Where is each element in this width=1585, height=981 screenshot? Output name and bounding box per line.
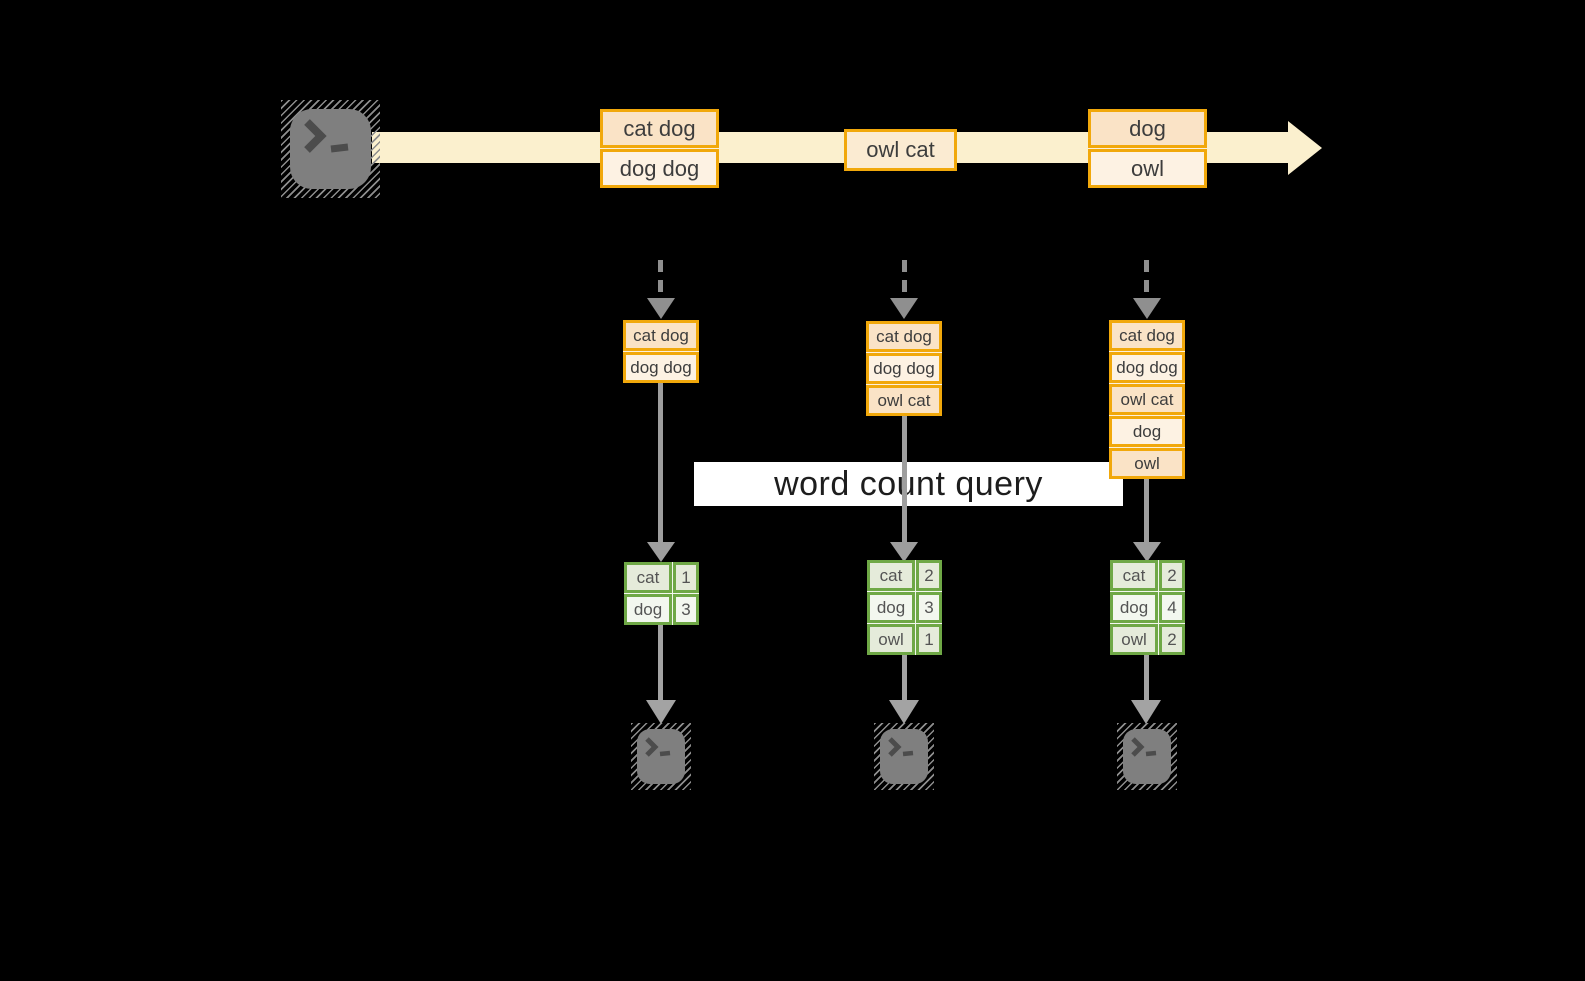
word-count-table-3: cat 2 dog 4 owl 2 [1110, 560, 1185, 655]
word-cell: owl [1110, 624, 1158, 655]
query-label-band: word count query [694, 462, 1123, 506]
output-terminal-icon-1 [631, 723, 691, 790]
buffer-row: cat dog [866, 321, 942, 352]
result-connector-stem [1144, 655, 1149, 700]
table-row: dog 3 [624, 594, 699, 625]
terminal-screen [637, 729, 685, 784]
message-line: owl cat [844, 129, 957, 171]
buffer-row: cat dog [1109, 320, 1185, 351]
table-row: dog 3 [867, 592, 942, 623]
buffer-row: dog dog [866, 353, 942, 384]
query-label: word count query [774, 464, 1043, 503]
count-cell: 1 [673, 562, 699, 593]
query-connector-stem [658, 383, 663, 542]
output-terminal-icon-2 [874, 723, 934, 790]
message-line: owl [1088, 149, 1207, 188]
message-buffer-3: cat dog dog dog owl cat dog owl [1109, 320, 1185, 479]
stream-message-3: dog owl [1088, 109, 1207, 188]
ingest-arrowhead-icon [890, 298, 918, 319]
count-cell: 3 [916, 592, 942, 623]
stream-arrowhead-icon [1288, 121, 1322, 175]
word-count-table-2: cat 2 dog 3 owl 1 [867, 560, 942, 655]
ingest-arrow-stem [1144, 260, 1149, 298]
message-line: dog dog [600, 149, 719, 188]
prompt-icon [304, 119, 349, 153]
source-terminal-icon [281, 100, 380, 198]
ingest-arrowhead-icon [1133, 298, 1161, 319]
word-cell: dog [624, 594, 672, 625]
count-cell: 2 [1159, 624, 1185, 655]
table-row: dog 4 [1110, 592, 1185, 623]
count-cell: 3 [673, 594, 699, 625]
buffer-row: owl [1109, 448, 1185, 479]
message-line: cat dog [600, 109, 719, 148]
query-connector-stem [1144, 479, 1149, 542]
terminal-screen [880, 729, 928, 784]
query-connector-arrowhead-icon [647, 542, 675, 562]
buffer-row: dog dog [1109, 352, 1185, 383]
buffer-row: cat dog [623, 320, 699, 351]
word-cell: cat [624, 562, 672, 593]
table-row: owl 1 [867, 624, 942, 655]
stream-message-1: cat dog dog dog [600, 109, 719, 188]
word-cell: dog [1110, 592, 1158, 623]
ingest-arrowhead-icon [647, 298, 675, 319]
buffer-row: dog [1109, 416, 1185, 447]
terminal-screen [1123, 729, 1171, 784]
message-line: dog [1088, 109, 1207, 148]
buffer-row: owl cat [1109, 384, 1185, 415]
word-cell: dog [867, 592, 915, 623]
query-connector-arrowhead-icon [1133, 542, 1161, 562]
word-count-table-1: cat 1 dog 3 [624, 562, 699, 625]
query-connector-arrowhead-icon [890, 542, 918, 562]
count-cell: 1 [916, 624, 942, 655]
ingest-arrow-stem [658, 260, 663, 298]
word-cell: cat [867, 560, 915, 591]
message-buffer-1: cat dog dog dog [623, 320, 699, 383]
result-connector-stem [658, 625, 663, 700]
count-cell: 4 [1159, 592, 1185, 623]
count-cell: 2 [916, 560, 942, 591]
buffer-row: dog dog [623, 352, 699, 383]
result-connector-arrowhead-icon [1131, 700, 1161, 724]
buffer-row: owl cat [866, 385, 942, 416]
prompt-icon [888, 737, 914, 757]
word-cell: cat [1110, 560, 1158, 591]
table-row: cat 2 [1110, 560, 1185, 591]
table-row: cat 2 [867, 560, 942, 591]
message-buffer-2: cat dog dog dog owl cat [866, 321, 942, 416]
query-connector-stem [902, 416, 907, 542]
result-connector-arrowhead-icon [889, 700, 919, 724]
prompt-icon [1131, 737, 1157, 757]
table-row: cat 1 [624, 562, 699, 593]
terminal-screen [290, 109, 371, 189]
table-row: owl 2 [1110, 624, 1185, 655]
output-terminal-icon-3 [1117, 723, 1177, 790]
result-connector-arrowhead-icon [646, 700, 676, 724]
word-cell: owl [867, 624, 915, 655]
result-connector-stem [902, 655, 907, 700]
stream-message-2: owl cat [844, 129, 957, 171]
ingest-arrow-stem [902, 260, 907, 298]
prompt-icon [645, 737, 671, 757]
count-cell: 2 [1159, 560, 1185, 591]
